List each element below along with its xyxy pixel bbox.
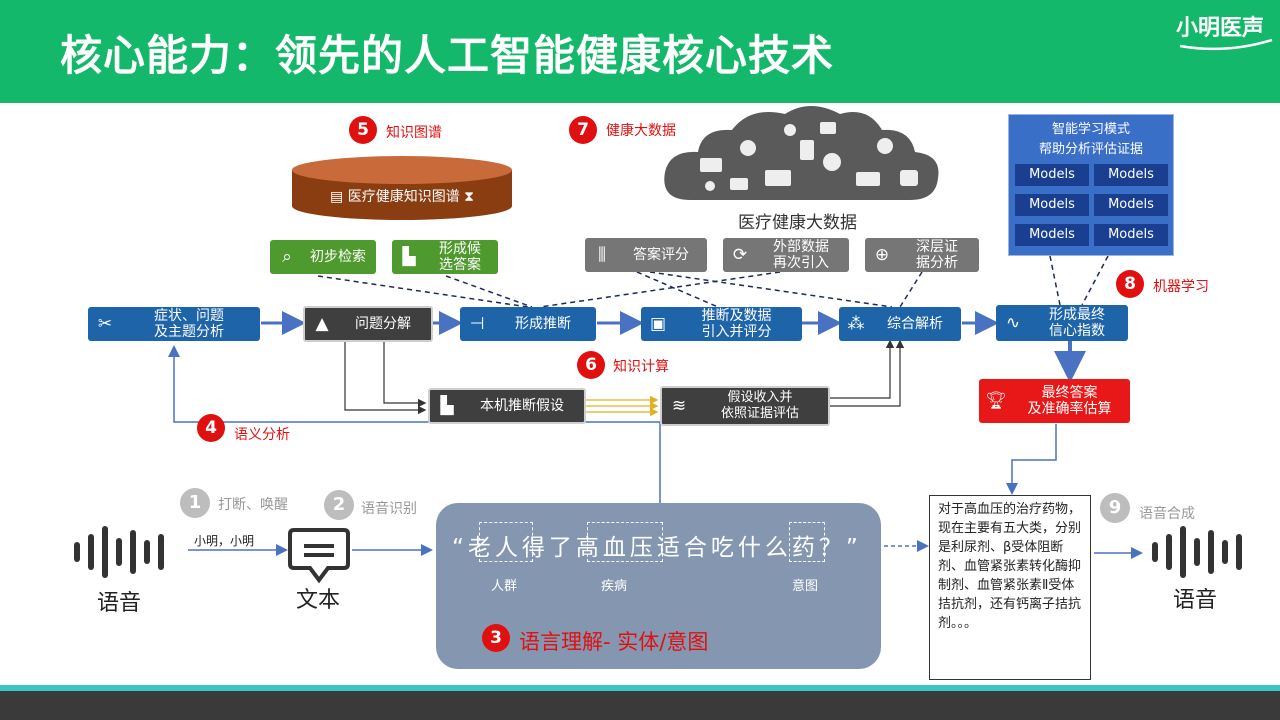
- brand-logo: 小明医声: [1176, 16, 1265, 41]
- step-6-label: 知识计算: [613, 359, 669, 375]
- model-chip: Models: [1094, 224, 1168, 246]
- entity-box-group: [479, 522, 533, 562]
- refresh-icon: ⟳: [732, 245, 748, 265]
- entity-box-intent: [789, 522, 825, 562]
- step-3-label: 语言理解- 实体/意图: [519, 630, 709, 654]
- model-chip: Models: [1015, 194, 1089, 216]
- step-7-label: 健康大数据: [606, 123, 676, 139]
- logo-swoosh-icon: [1179, 38, 1273, 51]
- step-9-label: 语音合成: [1139, 506, 1195, 522]
- entity-label-intent: 意图: [792, 579, 819, 594]
- language-understanding-panel: [436, 503, 881, 669]
- initial-search-box: ⌕初步检索: [270, 240, 376, 274]
- cloud-label: 医疗健康大数据: [738, 213, 857, 233]
- tools-icon: ✂: [97, 314, 113, 334]
- sliders-icon: ⫼: [598, 245, 606, 265]
- step-8-label: 机器学习: [1153, 279, 1209, 295]
- step-2-badge: 2: [324, 490, 354, 520]
- step-4-badge: 4: [197, 414, 225, 442]
- sound-wave-icon: [74, 526, 164, 578]
- confidence-box: ∿形成最终 信心指数: [996, 305, 1128, 341]
- synthesis-box: ⁂综合解析: [839, 307, 961, 341]
- step-6-badge: 6: [577, 351, 605, 379]
- trophy-icon: 🏆︎: [985, 391, 1007, 411]
- hypothesis-box: ▙本机推断假设: [428, 388, 586, 424]
- entity-label-disease: 疾病: [601, 579, 628, 594]
- footer-bar: [0, 691, 1280, 720]
- final-answer-box: 🏆︎最终答案 及准确率估算: [979, 379, 1130, 423]
- hierarchy-icon: ▙: [440, 396, 454, 416]
- target-icon: ⊕: [874, 245, 890, 265]
- cone-icon: ▲: [315, 314, 329, 334]
- header-bar: [0, 0, 1280, 103]
- dna-icon: ⧗: [459, 189, 474, 205]
- heartbeat-icon: ∿: [1005, 313, 1021, 333]
- step-8-badge: 8: [1116, 270, 1144, 298]
- entity-label-group: 人群: [491, 579, 518, 594]
- chat-bubble-icon: [288, 528, 350, 584]
- model-chip: Models: [1015, 224, 1089, 246]
- deep-evidence-box: ⊕深层证 据分析: [865, 238, 979, 272]
- step-1-badge: 1: [180, 488, 210, 518]
- candidate-answer-box: ▙形成候 选答案: [392, 240, 498, 274]
- cloud-icon: [664, 106, 939, 200]
- network-icon: ⁂: [847, 314, 865, 334]
- knowledge-graph-label: ▤ 医疗健康知识图谱 ⧗: [330, 189, 474, 205]
- evidence-evaluation-box: ≋假设收入并 依照证据评估: [660, 386, 830, 426]
- step-3-badge: 3: [482, 624, 510, 652]
- step-2-label: 语音识别: [361, 501, 417, 517]
- step-7-badge: 7: [569, 116, 597, 144]
- answer-text-box: 对于高血压的治疗药物，现在主要有五大类，分别是利尿剂、β受体阻断剂、血管紧张素转…: [929, 495, 1091, 680]
- page-title: 核心能力：领先的人工智能健康核心技术: [60, 31, 835, 80]
- answer-scoring-box: ⫼答案评分: [585, 238, 707, 272]
- model-chip: Models: [1094, 164, 1168, 186]
- speech-input-label: 语音: [97, 591, 142, 616]
- search-icon: ⌕: [282, 247, 292, 267]
- wave-icon: ≋: [671, 396, 687, 416]
- entity-box-disease: [587, 522, 663, 562]
- step-5-label: 知识图谱: [386, 125, 442, 141]
- ml-panel-title: 智能学习模式 帮助分析评估证据: [1038, 122, 1143, 157]
- cylinder-top: [292, 156, 512, 184]
- step-9-badge: 9: [1100, 493, 1130, 523]
- footer-accent: [0, 685, 1280, 691]
- clipboard-icon: ▤: [330, 189, 348, 205]
- sound-wave-icon: [1152, 526, 1242, 578]
- step-1-label: 打断、唤醒: [218, 497, 288, 513]
- inference-data-box: ▣推断及数据 引入并评分: [641, 307, 802, 341]
- presentation-icon: ▣: [649, 314, 667, 334]
- signpost-icon: ⊣: [469, 314, 485, 334]
- model-chip: Models: [1015, 164, 1089, 186]
- step-5-badge: 5: [349, 116, 377, 144]
- speech-output-label: 语音: [1173, 588, 1218, 613]
- hierarchy-icon: ▙: [402, 247, 416, 267]
- question-decomposition-box: ▲问题分解: [303, 306, 433, 342]
- wake-word-label: 小明，小明: [194, 534, 255, 548]
- external-data-box: ⟳外部数据 再次引入: [723, 238, 849, 272]
- form-inference-box: ⊣形成推断: [460, 307, 596, 341]
- query-text: “老人得了高血压适合吃什么药？”: [452, 535, 862, 561]
- step-4-label: 语义分析: [234, 427, 290, 443]
- text-node-label: 文本: [296, 588, 341, 613]
- symptom-analysis-box: ✂症状、问题 及主题分析: [88, 307, 260, 341]
- model-chip: Models: [1094, 194, 1168, 216]
